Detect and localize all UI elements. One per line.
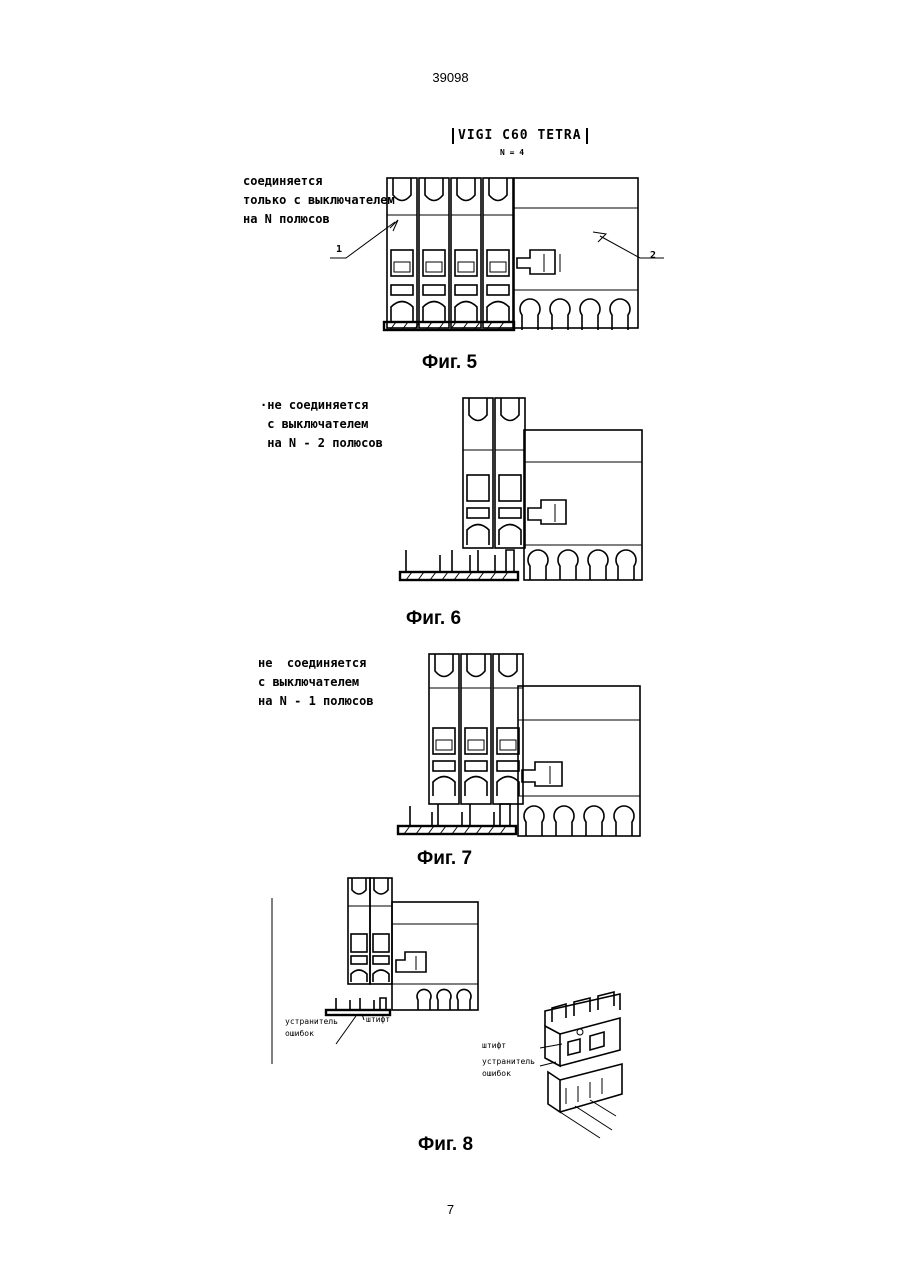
- fig8-drawing: [0, 876, 901, 1176]
- fig6-drawing: [0, 380, 901, 635]
- fig7-caption: Фиг. 7: [417, 848, 472, 870]
- figure-6: ·не соединяется с выключателем на N - 2 …: [0, 380, 901, 635]
- fig5-caption: Фиг. 5: [422, 352, 477, 374]
- figure-7: не соединяется с выключателем на N - 1 п…: [0, 636, 901, 876]
- fig8-caption: Фиг. 8: [418, 1134, 473, 1156]
- fig6-caption: Фиг. 6: [406, 608, 461, 630]
- fig7-drawing: [0, 636, 901, 876]
- figure-8: устранитель ошибок штифт штифт устраните…: [0, 876, 901, 1176]
- fig5-drawing: [0, 0, 901, 380]
- figure-5: VIGI C60 TETRA N = 4 соединяется только …: [0, 0, 901, 380]
- page-number: 7: [0, 1202, 901, 1217]
